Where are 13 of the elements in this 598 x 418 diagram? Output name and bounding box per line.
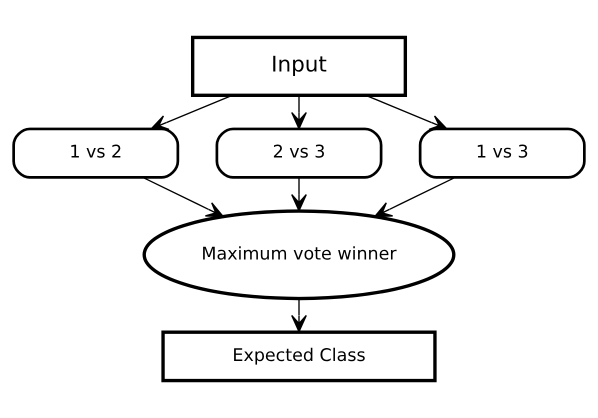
arrow [374,176,456,218]
arrow [291,96,307,130]
node-box: Expected Class [161,330,437,382]
arrow [291,177,307,212]
node-box: Input [190,36,408,97]
node-box: 2 vs 3 [216,128,382,179]
arrow [366,94,448,130]
arrow [142,176,224,218]
node-box: 1 vs 3 [418,128,586,179]
node-box: 1 vs 2 [12,128,180,179]
arrow [291,298,307,332]
arrow [150,94,232,130]
node-ellipse: Maximum vote winner [142,209,456,300]
